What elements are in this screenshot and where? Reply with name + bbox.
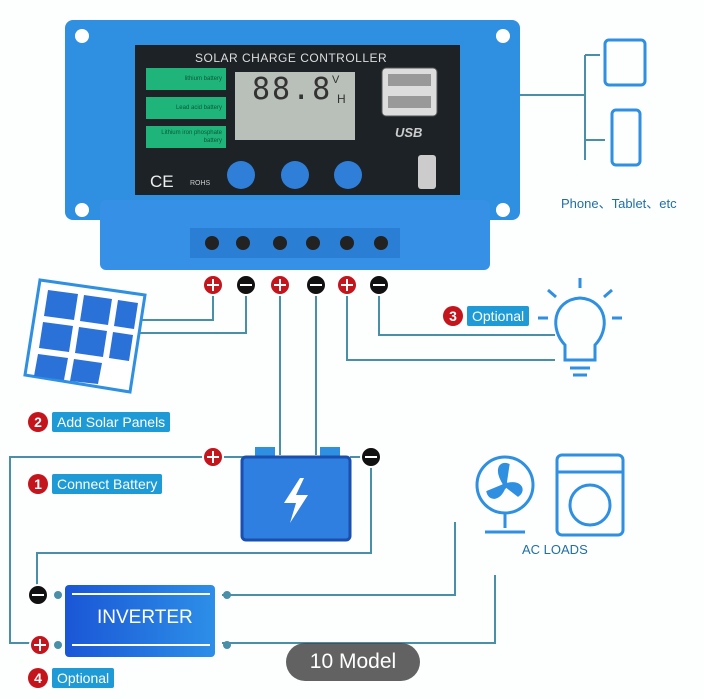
step-2-add-solar-panels: 2 Add Solar Panels: [28, 412, 171, 432]
step-4-optional: 4 Optional: [28, 668, 115, 688]
phone-icon: [610, 108, 642, 167]
lcd-unit-h: H: [337, 92, 346, 106]
battery-icon: [240, 447, 352, 542]
step-number: 1: [28, 474, 48, 494]
polarity-markers: [27, 274, 390, 656]
fan-icon: [475, 455, 535, 534]
step-label: Add Solar Panels: [52, 412, 171, 432]
devices-label: Phone、Tablet、etc: [561, 196, 677, 211]
washing-machine-icon: [555, 453, 625, 537]
step-number: 3: [443, 306, 463, 326]
battery-type-lithium: lithium battery: [146, 68, 226, 90]
lcd-unit-v: V: [332, 74, 340, 86]
step-label: Connect Battery: [52, 474, 163, 494]
controller-title: SOLAR CHARGE CONTROLLER: [195, 51, 388, 65]
usb-label: USB: [395, 125, 423, 140]
battery-type-lifepo4: Lithium iron phosphate battery: [146, 126, 226, 148]
light-bulb-icon: [538, 278, 622, 377]
ac-loads-label: AC LOADS: [522, 542, 588, 557]
inverter-icon: [54, 585, 231, 657]
tablet-icon: [603, 38, 647, 87]
step-number: 4: [28, 668, 48, 688]
step-3-optional: 3 Optional: [443, 306, 530, 326]
rohs-mark: ROHS: [190, 180, 211, 187]
step-1-connect-battery: 1 Connect Battery: [28, 474, 163, 494]
step-label: Optional: [52, 668, 115, 688]
step-number: 2: [28, 412, 48, 432]
model-badge[interactable]: 10 Model: [286, 643, 420, 681]
battery-type-lead-acid: Lead acid battery: [146, 97, 226, 119]
lcd-digits: 88.8: [252, 72, 333, 107]
step-label: Optional: [467, 306, 530, 326]
ce-mark: CE: [150, 172, 174, 191]
solar-panel-icon: [23, 278, 147, 394]
inverter-label: INVERTER: [97, 607, 193, 628]
